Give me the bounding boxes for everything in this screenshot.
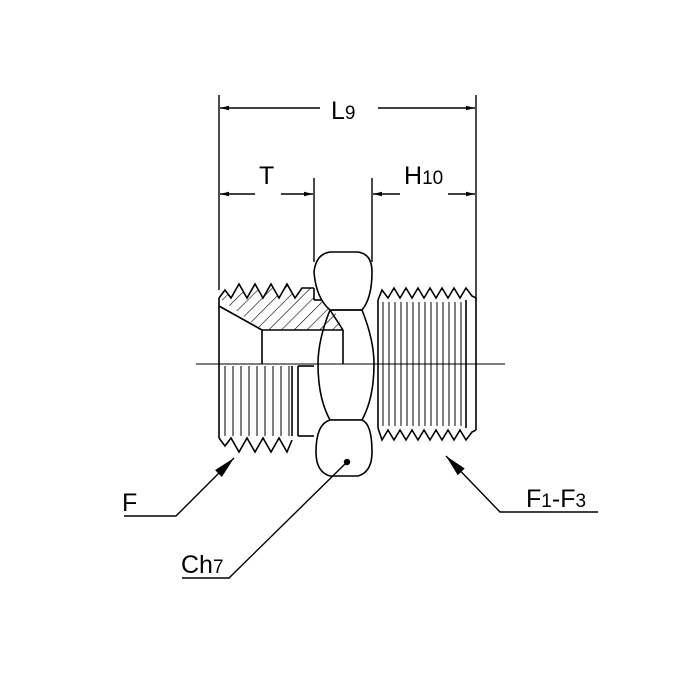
left-spigot bbox=[218, 282, 343, 454]
label-ch7: Ch7 bbox=[181, 551, 224, 579]
leader-f1f3 bbox=[445, 455, 598, 513]
left-thread-top bbox=[218, 282, 314, 300]
dimension-lines bbox=[220, 105, 475, 197]
leader-f bbox=[124, 457, 235, 517]
hex-top-flat bbox=[313, 251, 373, 311]
hex-bottom-flat bbox=[315, 419, 373, 477]
label-f1-f3: F1-F3 bbox=[526, 485, 586, 513]
left-thread-lines bbox=[224, 366, 290, 436]
left-thread-bottom bbox=[218, 436, 293, 454]
leaders bbox=[124, 455, 598, 579]
label-t: T bbox=[259, 162, 274, 190]
label-h10: H10 bbox=[404, 162, 443, 190]
leader-ch7-dot bbox=[343, 458, 351, 466]
hex-nut bbox=[313, 251, 375, 477]
right-thread-bottom bbox=[377, 427, 477, 442]
section-hatch bbox=[219, 284, 343, 330]
extension-lines bbox=[218, 95, 477, 300]
right-thread-top bbox=[377, 286, 477, 301]
label-f: F bbox=[122, 489, 137, 517]
labels: L9 T H10 F Ch7 F1-F3 bbox=[122, 97, 586, 579]
leader-ch7 bbox=[182, 461, 348, 579]
label-l9: L9 bbox=[331, 97, 355, 125]
right-thread-lines bbox=[382, 302, 462, 426]
right-spigot bbox=[377, 286, 477, 442]
